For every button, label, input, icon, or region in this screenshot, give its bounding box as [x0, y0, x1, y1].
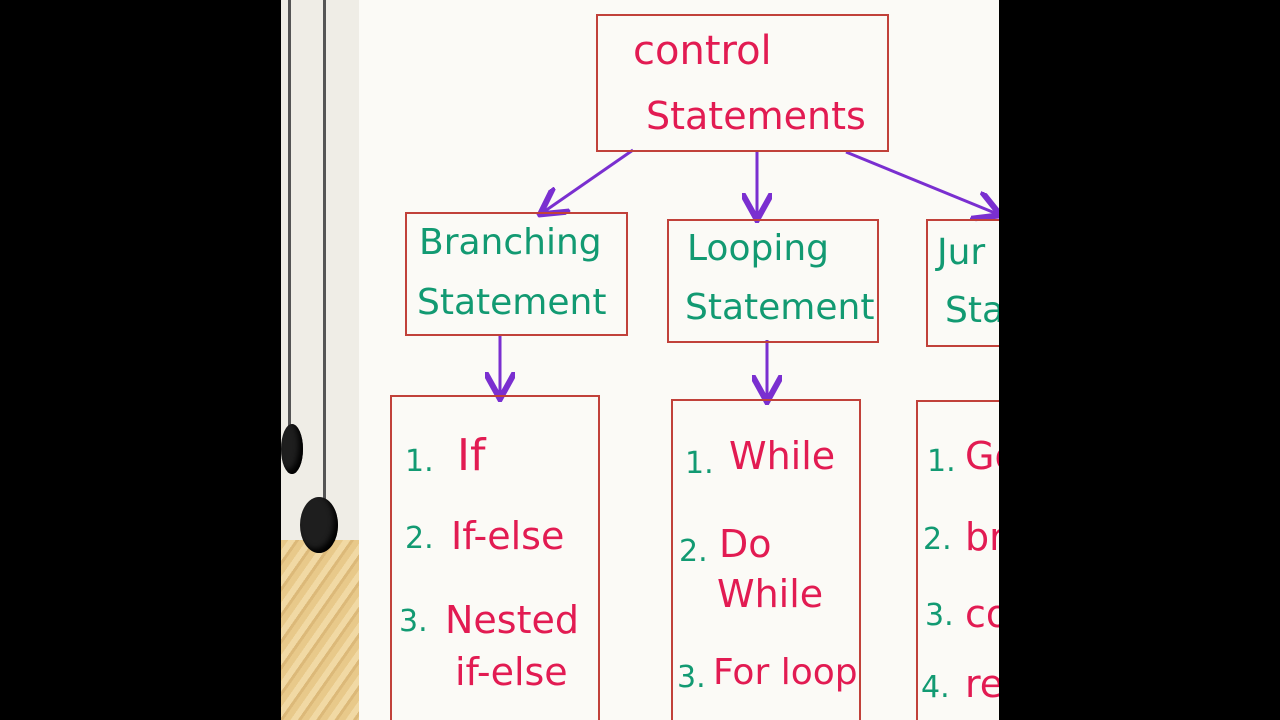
list-item-number: 1. [685, 446, 714, 481]
list-item-text: For loop [713, 652, 858, 693]
list-item-number: 1. [927, 444, 956, 479]
branching-box [405, 212, 628, 336]
root-line2: Statements [646, 94, 866, 138]
list-item-text: Do [719, 522, 772, 566]
jump-line2: Sta [945, 290, 999, 331]
branching-line1: Branching [419, 222, 602, 263]
list-item-text-cont: While [717, 572, 824, 616]
list-item-number: 2. [923, 522, 952, 557]
root-line1: control [633, 28, 772, 74]
bead [300, 497, 338, 553]
paper-sheet [359, 0, 999, 720]
hanging-wire [288, 0, 291, 430]
photo-frame: control Statements Branching Statement L… [281, 0, 999, 720]
wooden-table-corner [281, 540, 359, 720]
list-item-number: 1. [405, 444, 434, 479]
list-item-number: 3. [677, 660, 706, 695]
jump-line1: Jur [937, 232, 986, 273]
list-item-text: While [729, 434, 836, 478]
branching-list-box [390, 395, 600, 720]
looping-box [667, 219, 879, 343]
list-item-text: Go [965, 434, 999, 478]
list-item-text: If-else [451, 514, 565, 558]
jump-list-box [916, 400, 999, 720]
list-item-text: br [965, 515, 999, 559]
list-item-number: 3. [925, 598, 954, 633]
looping-list-box [671, 399, 861, 720]
arrow-connectors [281, 148, 999, 720]
branching-line2: Statement [417, 282, 607, 323]
list-item-text: If [457, 430, 486, 481]
root-box [596, 14, 889, 152]
looping-line2: Statement [685, 287, 875, 328]
list-item-text: co [965, 592, 999, 636]
list-item-text: Nested [445, 598, 580, 642]
list-item-text: re [965, 662, 999, 706]
looping-line1: Looping [687, 228, 829, 269]
list-item-number: 2. [405, 521, 434, 556]
hanging-wire [323, 0, 326, 505]
list-item-number: 3. [399, 604, 428, 639]
arrow-to-jump [845, 150, 995, 213]
arrow-to-branching [545, 148, 634, 211]
list-item-number: 4. [921, 670, 950, 705]
list-item-number: 2. [679, 534, 708, 569]
bead [281, 424, 303, 474]
list-item-text-cont: if-else [455, 650, 568, 694]
jump-box [926, 219, 999, 347]
